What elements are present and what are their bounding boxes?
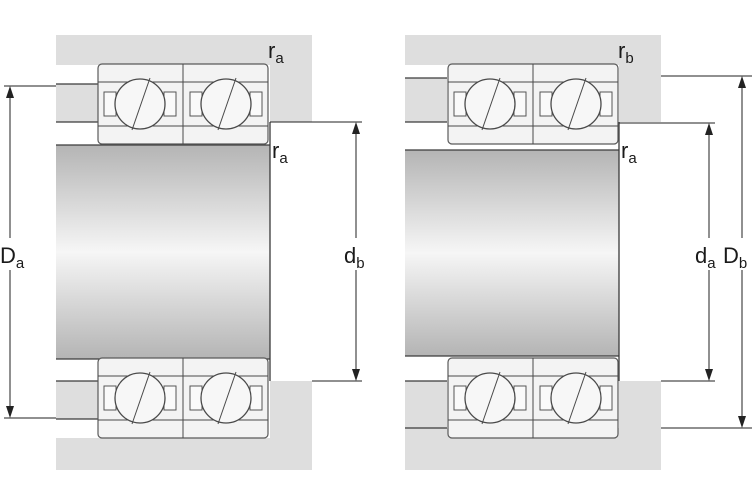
right-shaft bbox=[405, 150, 619, 356]
label-r-a-top: ra bbox=[268, 38, 284, 67]
right-arrangement: rb ra da Db bbox=[405, 35, 752, 470]
right-housing-bottom-right bbox=[619, 381, 661, 428]
ball-bearing-icon bbox=[447, 63, 619, 145]
ball-bearing-icon bbox=[97, 357, 269, 439]
left-housing-top bbox=[56, 35, 312, 65]
label-r-a-shaft: ra bbox=[272, 138, 288, 167]
right-housing-bottom-left bbox=[405, 381, 447, 428]
left-shaft bbox=[56, 145, 270, 359]
right-housing-top-left bbox=[405, 78, 447, 122]
right-housing-top-right bbox=[619, 65, 661, 122]
ball-bearing-icon bbox=[447, 357, 619, 439]
label-Db: Db bbox=[723, 243, 747, 272]
left-housing-bottom-right bbox=[270, 381, 312, 438]
label-r-b-top: rb bbox=[618, 38, 634, 67]
right-housing-top bbox=[405, 35, 661, 65]
ball-bearing-icon bbox=[97, 63, 269, 145]
left-housing-bottom-shoulder bbox=[56, 381, 98, 419]
label-r-a-shaft-right: ra bbox=[621, 138, 637, 167]
left-housing-bottom bbox=[56, 438, 312, 470]
left-housing-top-right bbox=[270, 65, 312, 122]
label-db: db bbox=[344, 243, 365, 272]
left-housing-top-shoulder bbox=[56, 84, 98, 122]
label-da: da bbox=[695, 243, 716, 272]
label-Da: Da bbox=[0, 243, 25, 272]
left-arrangement: ra ra Da db bbox=[0, 35, 365, 470]
